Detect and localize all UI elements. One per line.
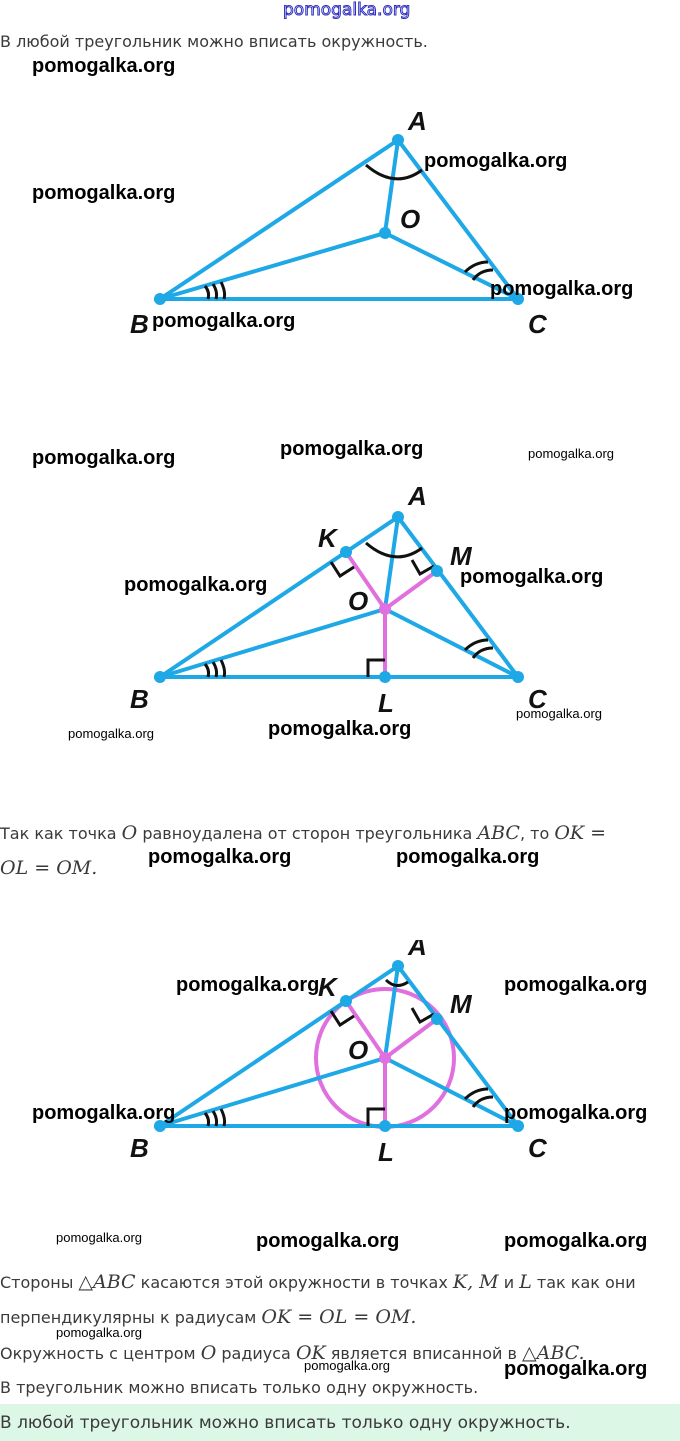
label-l: L <box>378 1137 394 1167</box>
label-c: C <box>528 1133 548 1163</box>
watermark: pomogalka.org <box>268 718 412 740</box>
label-m: M <box>450 541 473 571</box>
label-c: C <box>528 309 548 339</box>
watermark: pomogalka.org <box>32 447 176 469</box>
watermark: pomogalka.org <box>152 310 296 332</box>
watermark: pomogalka.org <box>68 726 154 741</box>
paragraph-3: Окружность с центром O радиуса OK являет… <box>0 1342 585 1364</box>
label-m: M <box>450 989 473 1019</box>
intro-text: В любой треугольник можно вписать окружн… <box>0 32 428 51</box>
paragraph-2-line-1: Стороны △ABC касаются этой окружности в … <box>0 1271 636 1293</box>
label-o: O <box>348 1035 368 1065</box>
watermark: pomogalka.org <box>32 55 176 77</box>
watermark: pomogalka.org <box>304 1358 390 1373</box>
watermark: pomogalka.org <box>424 150 568 172</box>
label-a: A <box>407 106 427 136</box>
label-b: B <box>130 309 149 339</box>
label-o: O <box>400 204 420 234</box>
watermark: pomogalka.org <box>504 974 648 996</box>
paragraph-2-line-2: перпендикулярны к радиусам OK = OL = OM. <box>0 1306 417 1328</box>
watermark: pomogalka.org <box>56 1230 142 1245</box>
paragraph-1-line-2: OL = OM. <box>0 857 98 879</box>
watermark: pomogalka.org <box>148 846 292 868</box>
label-a: A <box>407 940 427 961</box>
watermark: pomogalka.org <box>528 446 614 461</box>
watermark: pomogalka.org <box>32 1102 176 1124</box>
watermark: pomogalka.org <box>504 1358 648 1380</box>
watermark: pomogalka.org <box>504 1230 648 1252</box>
label-k: K <box>318 523 339 553</box>
diagram-angle-bisectors: A O B C <box>130 106 548 339</box>
note-text: В любой треугольник можно вписать только… <box>0 1413 571 1433</box>
watermark: pomogalka.org <box>176 974 320 996</box>
watermark: pomogalka.org <box>460 566 604 588</box>
label-k: K <box>318 972 339 1002</box>
watermark: pomogalka.org <box>280 438 424 460</box>
diagram-inscribed-circle: A K M O B L C <box>130 940 548 1167</box>
watermark: pomogalka.org <box>516 706 602 721</box>
label-o: O <box>348 586 368 616</box>
diagram-perpendiculars: A K M O B L C <box>130 481 548 718</box>
label-a: A <box>407 481 427 511</box>
label-l: L <box>378 688 394 718</box>
label-b: B <box>130 1133 149 1163</box>
watermark: pomogalka.org <box>504 1102 648 1124</box>
paragraph-4: В треугольник можно вписать только одну … <box>0 1378 479 1397</box>
header-watermark[interactable]: pomogalka.org <box>282 0 411 21</box>
highlight-note: В любой треугольник можно вписать только… <box>0 1404 680 1441</box>
watermark: pomogalka.org <box>124 574 268 596</box>
watermark: pomogalka.org <box>256 1230 400 1252</box>
watermark: pomogalka.org <box>56 1325 142 1340</box>
watermark: pomogalka.org <box>490 278 634 300</box>
paragraph-1-line-1: Так как точка O равноудалена от сторон т… <box>0 822 607 844</box>
label-b: B <box>130 684 149 714</box>
label-c: C <box>528 684 548 714</box>
watermark: pomogalka.org <box>32 182 176 204</box>
watermark: pomogalka.org <box>396 846 540 868</box>
